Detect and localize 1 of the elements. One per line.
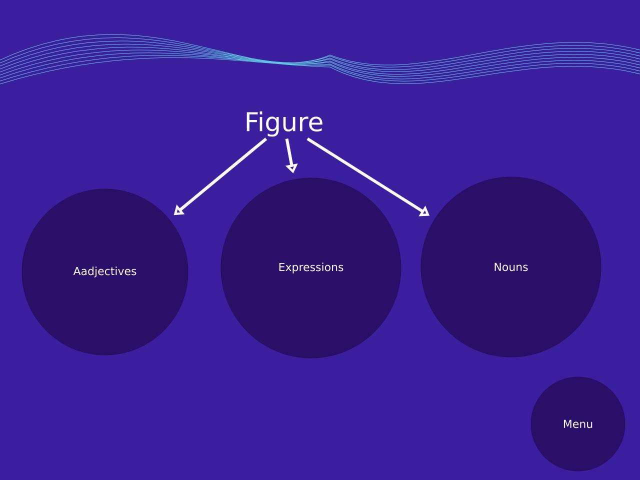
heading: Figure xyxy=(246,111,322,137)
